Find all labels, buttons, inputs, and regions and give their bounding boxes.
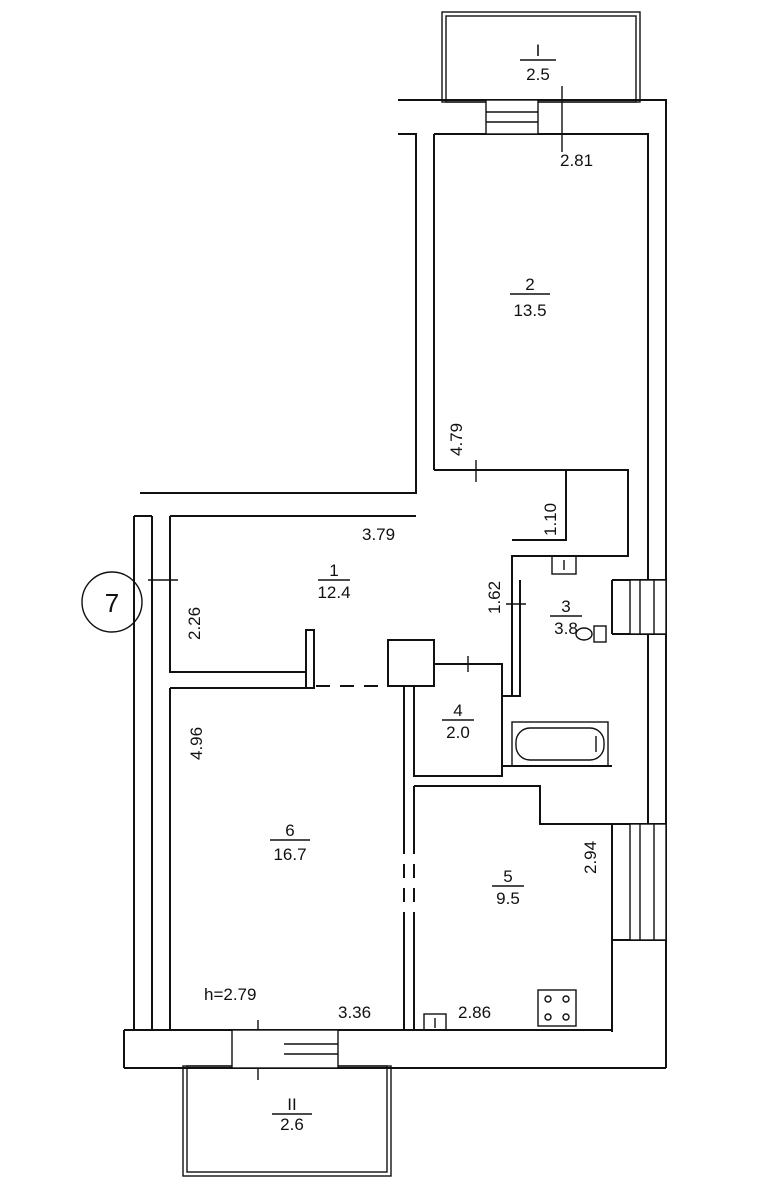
room-number: 4 bbox=[453, 701, 462, 720]
dim-corridor-length: 1.10 bbox=[541, 503, 560, 536]
room-number: 2 bbox=[525, 275, 534, 294]
outer-walls bbox=[123, 99, 667, 1069]
balcony-area: 2.5 bbox=[526, 65, 550, 84]
room-area: 3.8 bbox=[554, 619, 578, 638]
dim-room-5-length: 2.94 bbox=[581, 841, 600, 874]
room-area: 2.0 bbox=[446, 723, 470, 742]
dimensions: 2.81 4.79 3.79 2.26 1.10 1.62 4.96 3.36 … bbox=[185, 151, 600, 1022]
apartment-marker-label: 7 bbox=[105, 588, 119, 618]
balcony-label-2: II 2.6 bbox=[272, 1095, 312, 1134]
dim-room-5-width: 2.86 bbox=[458, 1003, 491, 1022]
doorways bbox=[316, 685, 415, 920]
windows bbox=[231, 99, 667, 1069]
ceiling-height: h=2.79 bbox=[204, 985, 256, 1004]
dim-balcony-1-width: 2.81 bbox=[560, 151, 593, 170]
room-number: 1 bbox=[329, 561, 338, 580]
room-label-3: 3 3.8 bbox=[550, 597, 582, 638]
dim-room-1-width: 3.79 bbox=[362, 525, 395, 544]
interior-walls bbox=[169, 469, 629, 1030]
balcony-label-1: I 2.5 bbox=[520, 41, 556, 84]
apartment-marker: 7 bbox=[81, 571, 143, 633]
room-area: 13.5 bbox=[513, 301, 546, 320]
room-label-5: 5 9.5 bbox=[492, 867, 524, 908]
room-number: 5 bbox=[503, 867, 512, 886]
room-label-1: 1 12.4 bbox=[317, 561, 350, 602]
room-label-6: 6 16.7 bbox=[270, 821, 310, 864]
room-area: 16.7 bbox=[273, 845, 306, 864]
dimension-ticks bbox=[148, 460, 526, 672]
room-number: 6 bbox=[285, 821, 294, 840]
balcony-number: II bbox=[287, 1095, 296, 1114]
balcony-area: 2.6 bbox=[280, 1115, 304, 1134]
bathroom-fixtures bbox=[511, 555, 609, 767]
dim-room-1-depth: 2.26 bbox=[185, 607, 204, 640]
dim-room-6-width: 3.36 bbox=[338, 1003, 371, 1022]
room-label-4: 4 2.0 bbox=[442, 701, 474, 742]
dim-bath-width: 1.62 bbox=[485, 581, 504, 614]
kitchen-stove bbox=[423, 989, 577, 1031]
room-number: 3 bbox=[561, 597, 570, 616]
room-area: 9.5 bbox=[496, 889, 520, 908]
dim-room-6-length: 4.96 bbox=[187, 727, 206, 760]
balcony-1 bbox=[441, 11, 641, 152]
room-label-2: 2 13.5 bbox=[510, 275, 550, 320]
dim-room-2-length: 4.79 bbox=[447, 423, 466, 456]
room-area: 12.4 bbox=[317, 583, 350, 602]
balcony-number: I bbox=[536, 41, 541, 60]
